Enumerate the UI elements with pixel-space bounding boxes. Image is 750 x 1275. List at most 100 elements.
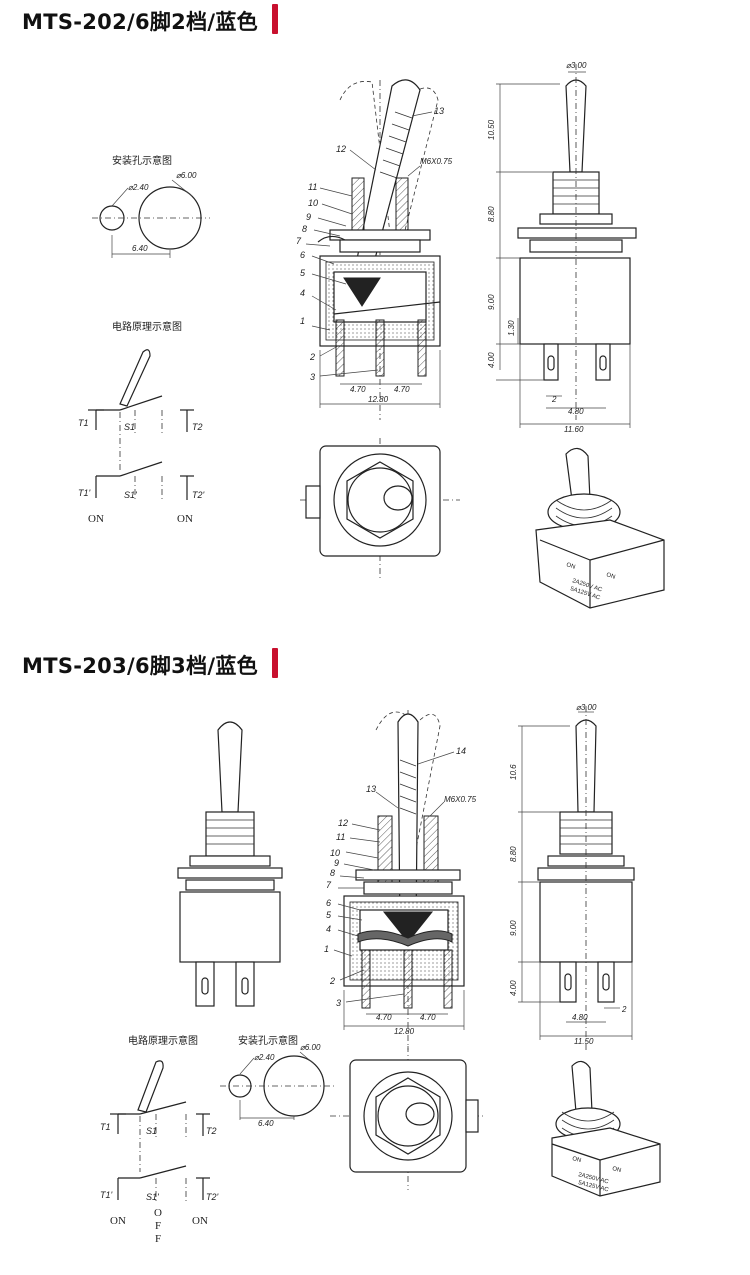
part-14: 14 <box>456 746 466 756</box>
marking-left: ON <box>572 1156 582 1164</box>
part-13: 13 <box>434 106 444 116</box>
term-s1: S1 <box>124 422 135 432</box>
dim-pitch-a: 4.70 <box>376 1013 392 1022</box>
front-view-drawing <box>177 721 283 1007</box>
off-letter-f1: F <box>155 1220 161 1232</box>
part-2: 2 <box>309 352 315 362</box>
dim-total: 11.60 <box>564 425 584 434</box>
dim-width: 12.80 <box>394 1027 415 1036</box>
position-middle: O F F <box>154 1207 165 1245</box>
marking-right: ON <box>612 1166 622 1174</box>
dim-bushing: 8.80 <box>487 206 496 222</box>
thread-label: M6X0.75 <box>444 795 477 804</box>
dim-body: 9.00 <box>509 920 518 936</box>
dim-pitch-b: 4.70 <box>394 385 410 394</box>
dim-large-hole: ⌀6.00 <box>176 171 197 180</box>
part-1: 1 <box>300 316 305 326</box>
part-4: 4 <box>326 924 331 934</box>
marking-left: ON <box>565 562 575 570</box>
accent-bar <box>272 4 278 34</box>
part-3: 3 <box>336 998 341 1008</box>
term-t1b: T1' <box>78 488 91 498</box>
position-right: ON <box>177 513 193 525</box>
part-1: 1 <box>324 944 329 954</box>
mount-caption: 安装孔示意图 <box>112 154 172 167</box>
term-t2: T2 <box>206 1126 217 1136</box>
mount-hole-diagram: 安装孔示意图 ⌀2.40 ⌀6.00 6.40 <box>92 154 210 258</box>
circuit-caption: 电路原理示意图 <box>128 1034 198 1047</box>
circuit-diagram: 电路原理示意图 T1 S1 T2 T1' S1' <box>78 320 205 525</box>
side-view-drawing: 10.50 8.80 9.00 4.00 1.30 ⌀3.00 2 4.80 1… <box>487 61 637 434</box>
off-letter-o: O <box>154 1207 162 1219</box>
circuit-diagram: 电路原理示意图 T1 S1 T2 T1' S1' T2' ON <box>100 1034 219 1245</box>
dim-b: 2 <box>621 1005 627 1014</box>
dim-pin: 4.00 <box>509 980 518 996</box>
term-t2b: T2' <box>192 490 205 500</box>
part-3: 3 <box>310 372 315 382</box>
top-view-drawing <box>300 438 460 578</box>
dim-bushing: 8.80 <box>509 846 518 862</box>
section-mts-202: MTS-202/6脚2档/蓝色 安装孔示意图 ⌀2.40 ⌀6.00 6.40 <box>0 0 750 630</box>
part-4: 4 <box>300 288 305 298</box>
part-12: 12 <box>336 144 346 154</box>
switch-photo: ON ON 2A250V AC 5A125V AC <box>535 447 665 609</box>
cross-section-drawing: 4.70 4.70 12.80 M6X0.75 1 2 3 4 5 6 7 8 … <box>324 710 477 1050</box>
part-5: 5 <box>300 268 306 278</box>
dim-body: 9.00 <box>487 294 496 310</box>
term-s1b: S1' <box>146 1192 159 1202</box>
dim-lever: 10.50 <box>487 119 496 140</box>
part-11: 11 <box>308 182 317 192</box>
dim-width: 12.80 <box>368 395 389 404</box>
part-6: 6 <box>300 250 305 260</box>
part-9: 9 <box>334 858 339 868</box>
dim-spacing: 6.40 <box>132 244 148 253</box>
section-mts-203: MTS-203/6脚3档/蓝色 <box>0 630 750 1275</box>
part-7: 7 <box>296 236 302 246</box>
part-number-labels: 1 2 3 4 5 6 7 8 9 10 11 12 13 <box>296 106 444 382</box>
part-number-labels: 1 2 3 4 5 6 7 8 9 10 11 12 13 14 <box>324 746 466 1008</box>
part-6: 6 <box>326 898 331 908</box>
off-letter-f2: F <box>155 1233 161 1245</box>
dim-b: 2 <box>551 395 557 404</box>
part-8: 8 <box>302 224 307 234</box>
term-t2: T2 <box>192 422 203 432</box>
section-title: MTS-203/6脚3档/蓝色 <box>22 654 258 678</box>
dim-small-hole: ⌀2.40 <box>254 1053 275 1062</box>
dim-lever: 10.6 <box>509 764 518 780</box>
dim-c: 4.80 <box>568 407 584 416</box>
circuit-caption: 电路原理示意图 <box>112 320 182 333</box>
accent-bar <box>272 648 278 678</box>
position-left: ON <box>110 1215 126 1227</box>
section-title: MTS-202/6脚2档/蓝色 <box>22 10 258 34</box>
term-t1: T1 <box>78 418 89 428</box>
side-view-drawing: 10.6 8.80 9.00 4.00 ⌀3.00 2 4.80 11.50 <box>509 703 635 1050</box>
term-t1: T1 <box>100 1122 111 1132</box>
term-s1: S1 <box>146 1126 157 1136</box>
term-t2b: T2' <box>206 1192 219 1202</box>
dim-tip: ⌀3.00 <box>576 703 597 712</box>
dim-pitch-a: 4.70 <box>350 385 366 394</box>
dim-a: 1.30 <box>507 320 516 336</box>
position-right: ON <box>192 1215 208 1227</box>
dim-pin: 4.00 <box>487 352 496 368</box>
cross-section-drawing: 4.70 4.70 12.80 M6X0.75 1 2 3 4 5 6 7 8 … <box>296 79 453 420</box>
dim-spacing: 6.40 <box>258 1119 274 1128</box>
dim-tip: ⌀3.00 <box>566 61 587 70</box>
part-5: 5 <box>326 910 332 920</box>
dim-large-hole: ⌀6.00 <box>300 1043 321 1052</box>
dim-small-hole: ⌀2.40 <box>128 183 149 192</box>
part-10: 10 <box>308 198 318 208</box>
mount-hole-diagram: 安装孔示意图 ⌀2.40 ⌀6.00 6.40 <box>220 1034 334 1128</box>
part-9: 9 <box>306 212 311 222</box>
mount-caption: 安装孔示意图 <box>238 1034 298 1047</box>
term-t1b: T1' <box>100 1190 113 1200</box>
term-s1b: S1' <box>124 490 137 500</box>
part-11: 11 <box>336 832 345 842</box>
switch-photo: ON ON 2A250V AC 5A125V AC <box>551 1060 661 1197</box>
dim-total: 11.50 <box>574 1037 594 1046</box>
diagram-mts-202: 安装孔示意图 ⌀2.40 ⌀6.00 6.40 电路原理示意图 <box>78 61 665 609</box>
diagram-mts-203: 4.70 4.70 12.80 M6X0.75 1 2 3 4 5 6 7 8 … <box>100 703 661 1245</box>
part-7: 7 <box>326 880 332 890</box>
part-10: 10 <box>330 848 340 858</box>
part-2: 2 <box>329 976 335 986</box>
